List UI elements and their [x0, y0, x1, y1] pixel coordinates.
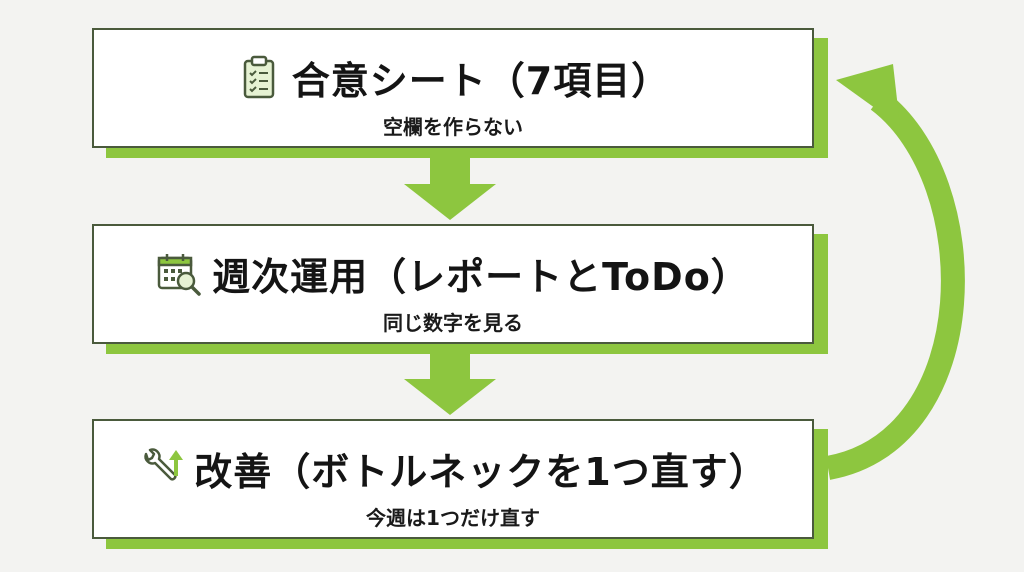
down-arrow-2	[404, 345, 496, 415]
step-subtitle: 空欄を作らない	[383, 115, 523, 139]
step-subtitle: 同じ数字を見る	[383, 311, 523, 335]
step-box: 合意シート（7項目） 空欄を作らない	[92, 28, 814, 148]
wrench-arrow-icon	[138, 446, 184, 492]
step-box: 週次運用（レポートとToDo） 同じ数字を見る	[92, 224, 814, 344]
step-improvement: 改善（ボトルネックを1つ直す） 今週は1つだけ直す	[92, 419, 828, 549]
step-title: 週次運用（レポートとToDo）	[212, 255, 750, 299]
clipboard-checklist-icon	[236, 55, 282, 101]
step-weekly-operation: 週次運用（レポートとToDo） 同じ数字を見る	[92, 224, 828, 354]
loop-arrow-curve	[825, 90, 965, 480]
step-box: 改善（ボトルネックを1つ直す） 今週は1つだけ直す	[92, 419, 814, 539]
step-subtitle: 今週は1つだけ直す	[366, 506, 540, 530]
step-agreement-sheet: 合意シート（7項目） 空欄を作らない	[92, 28, 828, 158]
step-title: 合意シート（7項目）	[291, 59, 671, 103]
step-title: 改善（ボトルネックを1つ直す）	[194, 450, 768, 494]
calendar-search-icon	[156, 251, 202, 297]
loop-arrow-head	[836, 64, 900, 126]
down-arrow-1	[404, 150, 496, 220]
